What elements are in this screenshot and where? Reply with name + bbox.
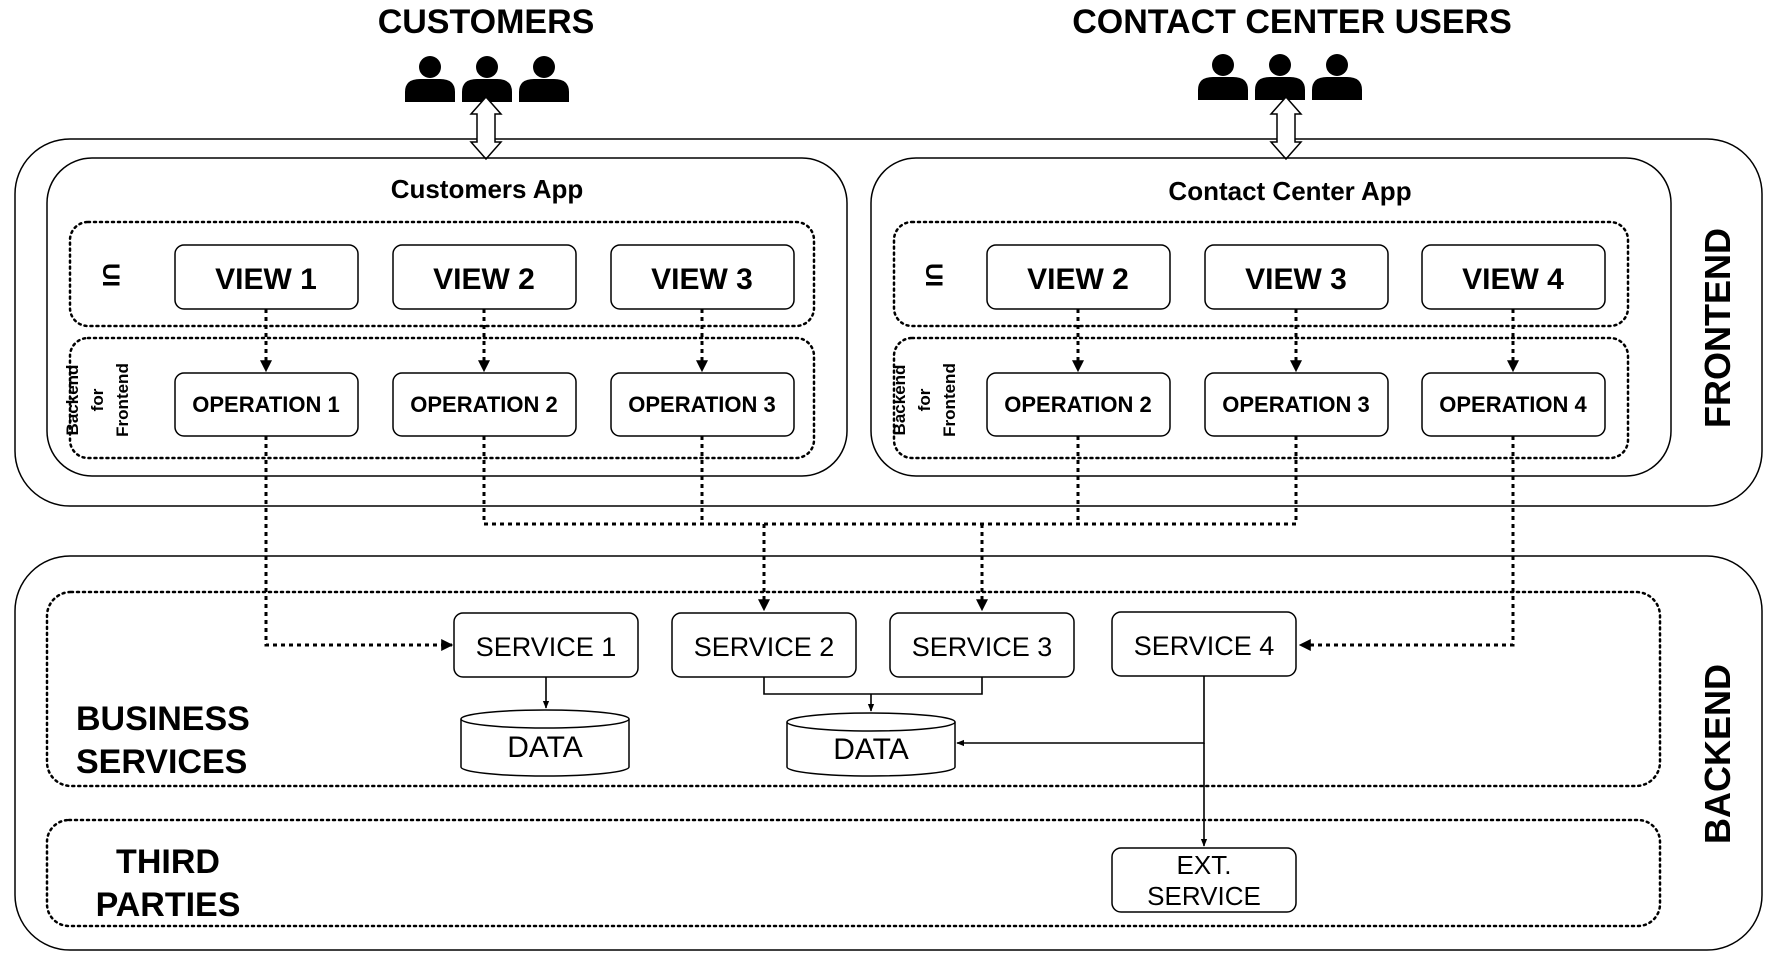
backend-label: BACKEND <box>1697 664 1738 844</box>
data-store-2-label: DATA <box>833 733 909 766</box>
contact-center-view-2-label: VIEW 2 <box>1027 263 1129 296</box>
ext-service-label-line-1: EXT. <box>1177 850 1232 880</box>
customers-bidirectional-arrow <box>469 95 503 161</box>
customers-operation-2-label: OPERATION 2 <box>410 392 558 417</box>
contact-center-users-heading: CONTACT CENTER USERS <box>1072 3 1512 41</box>
business-services-label-line-2: SERVICES <box>76 743 247 781</box>
operation-to-service-flows <box>264 436 1515 651</box>
data-store-1: DATA <box>460 709 630 777</box>
customers-person-group-icon <box>405 56 569 102</box>
contact-center-bff-layer <box>892 336 1630 460</box>
customers-bff-label: Backend for Frontend <box>63 363 132 437</box>
contact-center-operation-4-label: OPERATION 4 <box>1439 392 1587 417</box>
ext-service-label-line-2: SERVICE <box>1147 881 1261 911</box>
customers-operation-1-label: OPERATION 1 <box>192 392 340 417</box>
third-parties-label-line-2: PARTIES <box>96 886 241 924</box>
operation-4-to-service-4-flow <box>1298 436 1515 651</box>
contact-center-users-person-group-icon <box>1198 54 1362 100</box>
operation-1-to-service-1-flow <box>264 436 454 651</box>
customers-heading: CUSTOMERS <box>378 3 595 41</box>
svg-text:Backend: Backend <box>890 365 909 436</box>
service-4-label: SERVICE 4 <box>1134 631 1275 661</box>
ext-service <box>1111 847 1297 913</box>
customers-ui-label: UI <box>97 263 124 287</box>
operations-bus-line <box>482 436 1298 526</box>
business-services-zone <box>45 590 1662 788</box>
frontend-label: FRONTEND <box>1697 228 1738 428</box>
customers-app: Customers App UI Backend for Frontend VI… <box>46 157 848 477</box>
data-store-1-label: DATA <box>507 731 583 764</box>
contact-center-view-3-label: VIEW 3 <box>1245 263 1347 296</box>
service-2-3-shared-connector <box>763 677 983 695</box>
svg-text:for: for <box>88 388 107 411</box>
customers-app-title: Customers App <box>391 174 584 204</box>
service-2-label: SERVICE 2 <box>694 632 835 662</box>
third-parties-label-line-1: THIRD <box>116 843 220 881</box>
contact-center-operation-2-label: OPERATION 2 <box>1004 392 1152 417</box>
contact-center-operation-3-label: OPERATION 3 <box>1222 392 1370 417</box>
frontend-layer <box>14 138 1763 507</box>
svg-text:for: for <box>915 388 934 411</box>
customers-view-3-label: VIEW 3 <box>651 263 753 296</box>
svg-text:Frontend: Frontend <box>940 363 959 437</box>
data-store-2: DATA <box>786 712 956 777</box>
customers-view-1-label: VIEW 1 <box>215 263 317 296</box>
svg-text:Frontend: Frontend <box>113 363 132 437</box>
service-1-label: SERVICE 1 <box>476 632 617 662</box>
contact-center-app: Contact Center App UI Backend for Fronte… <box>870 157 1672 477</box>
contact-center-bidirectional-arrow <box>1269 95 1303 161</box>
customers-bff-layer <box>68 336 816 460</box>
backend-layer <box>14 555 1763 951</box>
customers-view-2-label: VIEW 2 <box>433 263 535 296</box>
contact-center-ui-label: UI <box>920 263 947 287</box>
service-3-label: SERVICE 3 <box>912 632 1053 662</box>
third-parties-zone <box>45 818 1662 928</box>
contact-center-ui-layer <box>892 220 1630 328</box>
business-services-label-line-1: BUSINESS <box>76 700 250 738</box>
contact-center-app-title: Contact Center App <box>1168 176 1411 206</box>
customers-ui-layer <box>68 220 816 328</box>
contact-center-view-4-label: VIEW 4 <box>1462 263 1564 296</box>
contact-center-app-frame <box>870 157 1672 477</box>
svg-text:Backend: Backend <box>63 365 82 436</box>
customers-app-frame <box>46 157 848 477</box>
customers-operation-3-label: OPERATION 3 <box>628 392 776 417</box>
service-4-to-data-connector <box>956 676 1205 747</box>
contact-center-bff-label: Backend for Frontend <box>890 363 959 437</box>
